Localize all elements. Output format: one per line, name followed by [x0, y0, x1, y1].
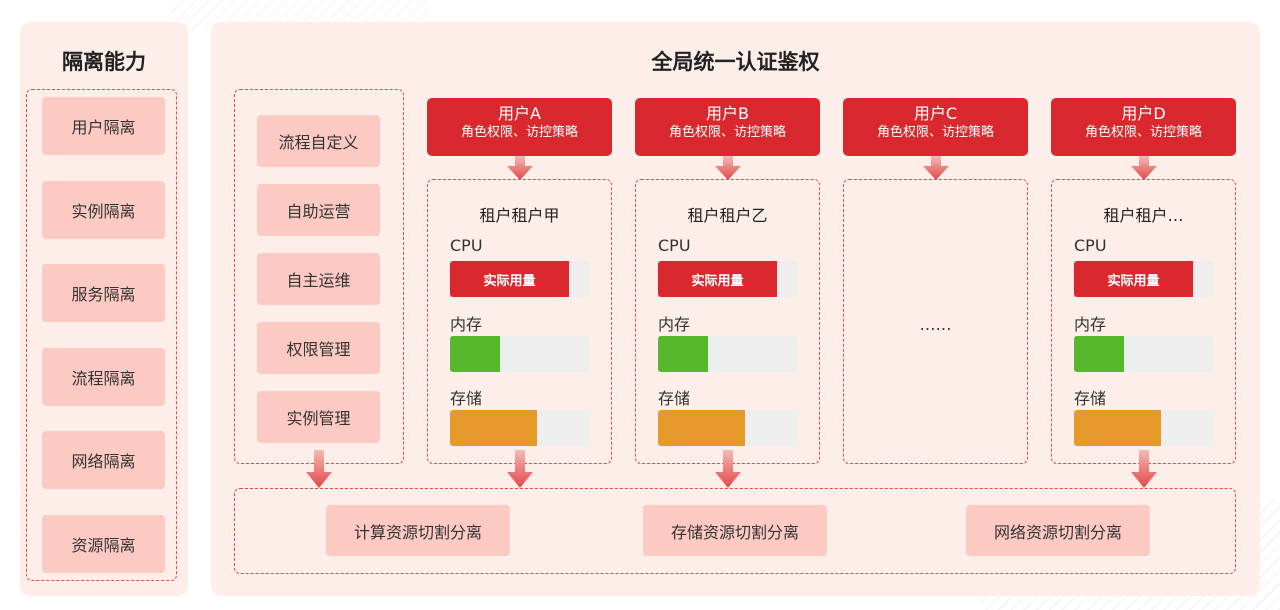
memory-label: 内存 — [658, 315, 691, 334]
tenant-card-4: 租户租户… CPU 实际用量 内存 存储 — [1051, 179, 1236, 464]
isolation-item-network: 网络隔离 — [42, 431, 165, 489]
arrow-down-icon — [306, 450, 332, 488]
isolation-item-process: 流程隔离 — [42, 348, 165, 406]
memory-usage-bar — [1074, 336, 1214, 372]
arrow-down-icon — [715, 156, 741, 180]
storage-usage-fill — [1074, 410, 1161, 446]
isolation-panel: 隔离能力 用户隔离 实例隔离 服务隔离 流程隔离 网络隔离 资源隔离 — [20, 22, 188, 596]
user-c-header: 用户C 角色权限、访控策略 — [843, 98, 1028, 156]
auth-panel: 全局统一认证鉴权 流程自定义 自助运营 自主运维 权限管理 实例管理 用户A 角… — [211, 22, 1260, 596]
cpu-usage-fill — [450, 261, 569, 297]
auth-title: 全局统一认证鉴权 — [651, 50, 820, 74]
function-item-self-maintenance: 自主运维 — [257, 253, 380, 305]
cpu-usage-bar: 实际用量 — [450, 261, 590, 297]
tenant-card-placeholder: …… — [843, 179, 1028, 464]
cpu-usage-fill — [658, 261, 777, 297]
function-item-process-custom: 流程自定义 — [257, 115, 380, 167]
memory-usage-fill — [658, 336, 709, 372]
user-b-name: 用户B — [706, 104, 749, 123]
memory-usage-bar — [658, 336, 798, 372]
user-b-desc: 角色权限、访控策略 — [668, 125, 786, 140]
memory-usage-fill — [1074, 336, 1125, 372]
tenant-name: 租户租户乙 — [687, 206, 768, 225]
memory-label: 内存 — [450, 315, 483, 334]
memory-usage-bar — [450, 336, 590, 372]
user-a-header: 用户A 角色权限、访控策略 — [427, 98, 612, 156]
arrow-down-icon — [1131, 156, 1157, 180]
cpu-usage-text: 实际用量 — [483, 273, 536, 289]
cpu-usage-bar: 实际用量 — [1074, 261, 1214, 297]
storage-usage-fill — [450, 410, 537, 446]
user-c-desc: 角色权限、访控策略 — [876, 125, 994, 140]
user-d-name: 用户D — [1121, 104, 1166, 123]
cpu-usage-text: 实际用量 — [691, 273, 744, 289]
user-a-name: 用户A — [498, 104, 541, 123]
isolation-item-instance: 实例隔离 — [42, 181, 165, 239]
isolation-item-service: 服务隔离 — [42, 264, 165, 322]
storage-label: 存储 — [658, 389, 691, 408]
arrow-down-icon — [507, 450, 533, 488]
memory-usage-fill — [450, 336, 501, 372]
arrow-down-icon — [1131, 450, 1157, 488]
user-a-desc: 角色权限、访控策略 — [460, 125, 578, 140]
storage-label: 存储 — [1074, 389, 1107, 408]
storage-usage-bar — [450, 410, 590, 446]
tenant-name: 租户租户甲 — [479, 206, 560, 225]
tenant-card-1: 租户租户甲 CPU 实际用量 内存 存储 — [427, 179, 612, 464]
cpu-label: CPU — [658, 236, 691, 255]
user-b-header: 用户B 角色权限、访控策略 — [635, 98, 820, 156]
arrow-down-icon — [715, 450, 741, 488]
cpu-usage-text: 实际用量 — [1107, 273, 1160, 289]
function-item-permission: 权限管理 — [257, 322, 380, 374]
function-item-instance: 实例管理 — [257, 391, 380, 443]
memory-label: 内存 — [1074, 315, 1107, 334]
cpu-label: CPU — [1074, 236, 1107, 255]
storage-resource-separation: 存储资源切割分离 — [643, 505, 827, 556]
cpu-usage-bar: 实际用量 — [658, 261, 798, 297]
isolation-title: 隔离能力 — [62, 50, 146, 74]
isolation-item-resource: 资源隔离 — [42, 515, 165, 573]
storage-label: 存储 — [450, 389, 483, 408]
resource-separation-frame — [234, 488, 1236, 574]
function-item-self-operation: 自助运营 — [257, 184, 380, 236]
ellipsis-text: …… — [919, 315, 952, 334]
tenant-name: 租户租户… — [1103, 206, 1184, 225]
user-d-desc: 角色权限、访控策略 — [1084, 125, 1202, 140]
user-c-name: 用户C — [913, 104, 958, 123]
network-resource-separation: 网络资源切割分离 — [966, 505, 1150, 556]
tenant-card-2: 租户租户乙 CPU 实际用量 内存 存储 — [635, 179, 820, 464]
compute-resource-separation: 计算资源切割分离 — [326, 505, 510, 556]
storage-usage-bar — [658, 410, 798, 446]
user-d-header: 用户D 角色权限、访控策略 — [1051, 98, 1236, 156]
arrow-down-icon — [923, 156, 949, 180]
cpu-label: CPU — [450, 236, 483, 255]
isolation-item-user: 用户隔离 — [42, 97, 165, 155]
cpu-usage-fill — [1074, 261, 1193, 297]
storage-usage-fill — [658, 410, 745, 446]
arrow-down-icon — [507, 156, 533, 180]
isolation-list-frame — [26, 89, 177, 581]
storage-usage-bar — [1074, 410, 1214, 446]
